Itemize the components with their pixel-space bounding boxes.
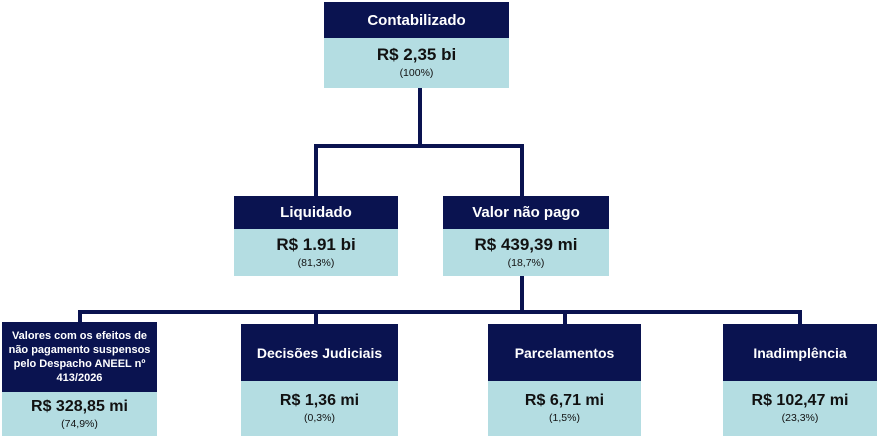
node-parcelamentos: Parcelamentos R$ 6,71 mi (1,5%) <box>488 324 641 436</box>
node-valores-suspensos-label-line-2: não pagamento suspensos <box>8 343 151 356</box>
node-valores-suspensos-label-line-1: Valores com os efeitos de <box>11 329 148 342</box>
node-decisoes-judiciais-percent: (0,3%) <box>304 412 335 424</box>
node-parcelamentos-percent: (1,5%) <box>549 412 580 424</box>
node-inadimplencia-header: Inadimplência <box>723 324 877 381</box>
node-contabilizado-body: R$ 2,35 bi (100%) <box>324 38 509 88</box>
node-decisoes-judiciais-header: Decisões Judiciais <box>241 324 398 381</box>
node-valores-suspensos: Valores com os efeitos de não pagamento … <box>2 322 157 436</box>
node-liquidado-header: Liquidado <box>234 196 398 229</box>
node-valores-suspensos-header: Valores com os efeitos de não pagamento … <box>2 322 157 392</box>
node-parcelamentos-value: R$ 6,71 mi <box>524 392 605 410</box>
node-contabilizado-header: Contabilizado <box>324 2 509 38</box>
node-valores-suspensos-body: R$ 328,85 mi (74,9%) <box>2 392 157 436</box>
node-contabilizado-value: R$ 2,35 bi <box>376 45 457 65</box>
node-valor-nao-pago-body: R$ 439,39 mi (18,7%) <box>443 229 609 276</box>
node-valor-nao-pago: Valor não pago R$ 439,39 mi (18,7%) <box>443 196 609 276</box>
node-liquidado-body: R$ 1.91 bi (81,3%) <box>234 229 398 276</box>
node-valor-nao-pago-header: Valor não pago <box>443 196 609 229</box>
node-inadimplencia-value: R$ 102,47 mi <box>751 392 849 410</box>
node-contabilizado-percent: (100%) <box>399 67 434 80</box>
node-valores-suspensos-percent: (74,9%) <box>61 417 98 430</box>
node-parcelamentos-header: Parcelamentos <box>488 324 641 381</box>
node-liquidado-percent: (81,3%) <box>297 256 335 269</box>
node-liquidado: Liquidado R$ 1.91 bi (81,3%) <box>234 196 398 276</box>
node-parcelamentos-body: R$ 6,71 mi (1,5%) <box>488 381 641 436</box>
node-decisoes-judiciais-body: R$ 1,36 mi (0,3%) <box>241 381 398 436</box>
node-inadimplencia: Inadimplência R$ 102,47 mi (23,3%) <box>723 324 877 436</box>
node-valores-suspensos-value: R$ 328,85 mi <box>31 397 128 415</box>
node-decisoes-judiciais-value: R$ 1,36 mi <box>279 392 360 410</box>
node-valores-suspensos-label-line-4: 413/2026 <box>56 372 103 385</box>
node-liquidado-value: R$ 1.91 bi <box>276 234 356 254</box>
node-valor-nao-pago-percent: (18,7%) <box>507 256 545 269</box>
node-valores-suspensos-label-line-3: pelo Despacho ANEEL nº <box>13 358 146 370</box>
node-contabilizado: Contabilizado R$ 2,35 bi (100%) <box>324 2 509 88</box>
node-inadimplencia-body: R$ 102,47 mi (23,3%) <box>723 381 877 436</box>
node-decisoes-judiciais: Decisões Judiciais R$ 1,36 mi (0,3%) <box>241 324 398 436</box>
node-inadimplencia-percent: (23,3%) <box>781 412 819 424</box>
node-valor-nao-pago-value: R$ 439,39 mi <box>474 234 578 254</box>
